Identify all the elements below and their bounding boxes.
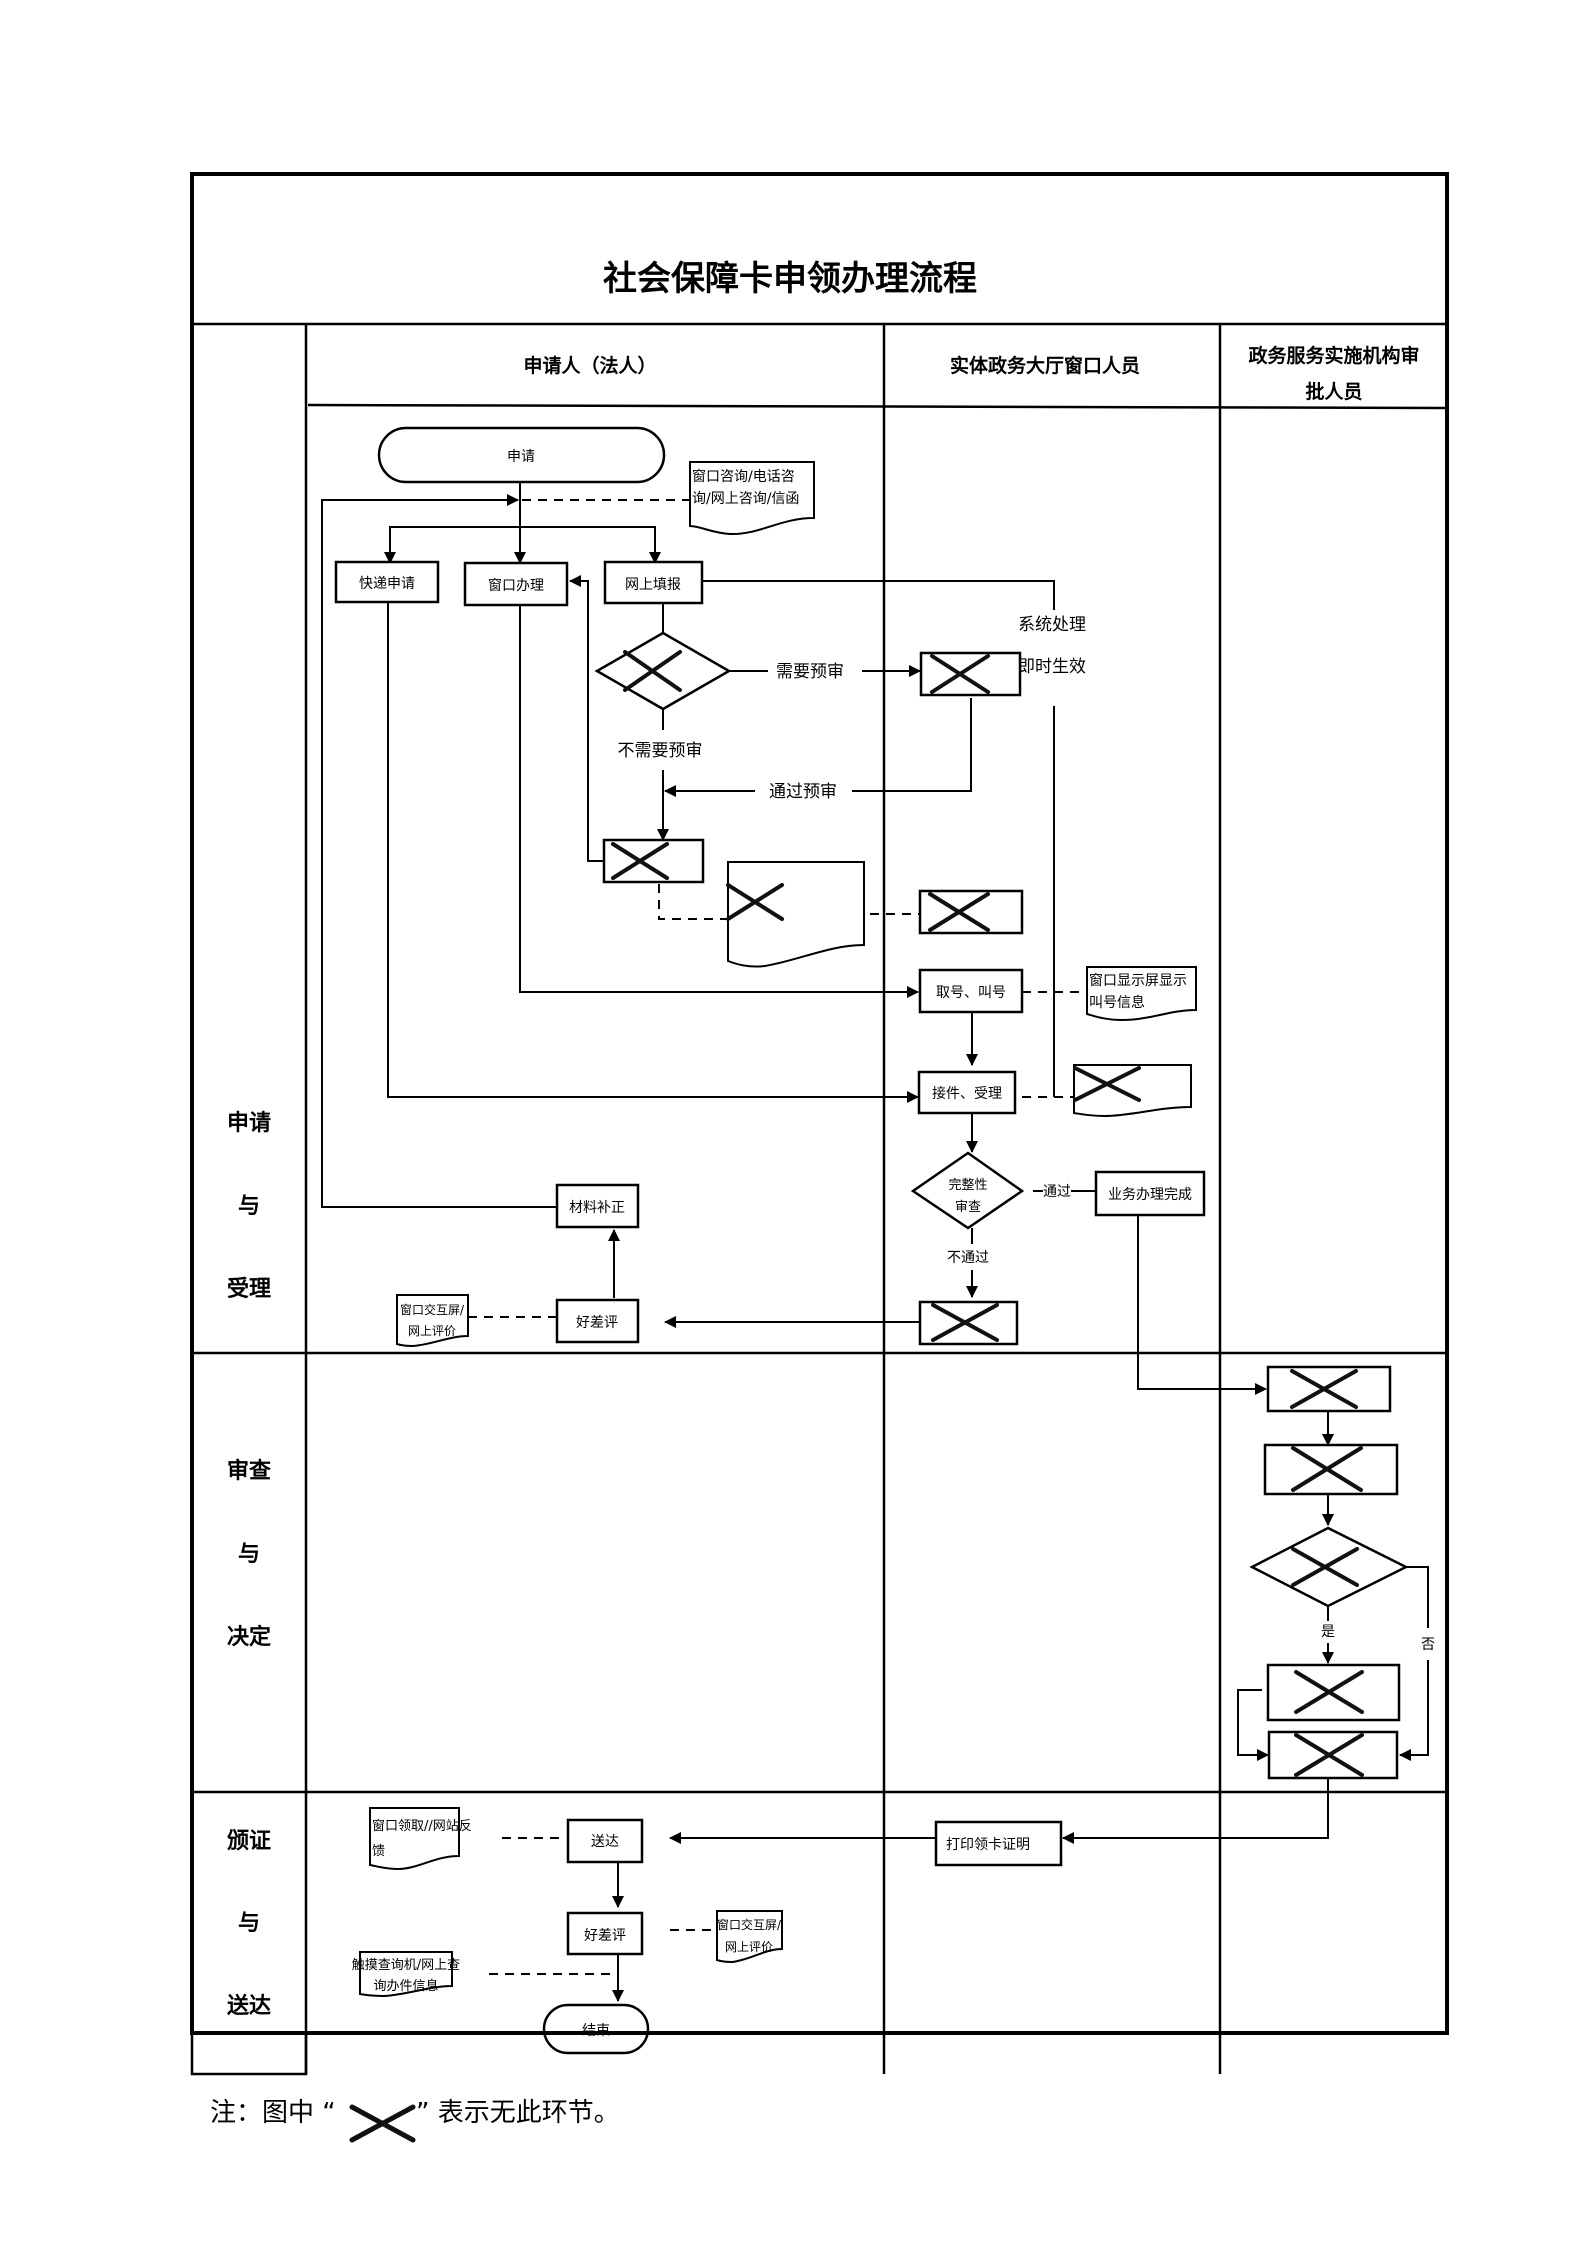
note-prefix: 注：图中 “ <box>210 2098 336 2128</box>
doc-deliver-line2: 馈 <box>372 1844 385 1859</box>
label-pass-precheck: 通过预审 <box>769 782 837 802</box>
stage-apply-line2: 与 <box>238 1193 260 1219</box>
node-supplement-label: 材料补正 <box>569 1200 625 1216</box>
na-box-1 <box>602 838 705 884</box>
label-no: 否 <box>1421 1637 1435 1653</box>
doc-deliver: 窗口领取//网站反 馈 <box>369 1807 472 1871</box>
stage-review: 审查 与 决定 <box>227 1458 271 1650</box>
node-start[interactable]: 申请 <box>377 426 666 484</box>
na-box-2 <box>918 889 1024 935</box>
node-online[interactable]: 网上填报 <box>603 560 704 605</box>
na-doc-1 <box>726 861 865 968</box>
doc-screen: 窗口显示屏显示 叫号信息 <box>1086 966 1197 1022</box>
decision-completeness-line1: 完整性 <box>948 1178 987 1193</box>
doc-deliver-line1: 窗口领取//网站反 <box>372 1818 472 1834</box>
decision-completeness-line2: 审查 <box>955 1200 981 1215</box>
node-rating-1[interactable]: 好差评 <box>555 1298 640 1344</box>
stage-review-line3: 决定 <box>227 1624 271 1650</box>
node-rating-2[interactable]: 好差评 <box>566 1911 644 1956</box>
doc-query-line1: 触摸查询机/网上查 <box>352 1958 460 1973</box>
node-supplement[interactable]: 材料补正 <box>555 1183 640 1229</box>
lane-header-window-staff: 实体政务大厅窗口人员 <box>950 354 1140 377</box>
decision-completeness[interactable]: 完整性 审查 <box>910 1151 1025 1230</box>
x-mark-icon <box>349 2104 416 2143</box>
node-online-label: 网上填报 <box>625 577 681 593</box>
label-system-process: 系统处理 <box>1018 615 1086 635</box>
na-doc-2 <box>1073 1064 1192 1118</box>
doc-consult: 窗口咨询/电话咨 询/网上咨询/信函 <box>689 461 815 536</box>
node-accept-label: 接件、受理 <box>932 1085 1002 1102</box>
node-print-cert-label: 打印领卡证明 <box>946 1836 1030 1853</box>
node-deliver-label: 送达 <box>591 1834 619 1850</box>
doc-rating-1-line1: 窗口交互屏/ <box>400 1302 465 1317</box>
na-decision-review <box>1249 1526 1409 1608</box>
stage-deliver-line2: 与 <box>238 1910 260 1936</box>
na-box-review-2 <box>1263 1443 1399 1496</box>
doc-rating-2-line1: 窗口交互屏/ <box>717 1917 782 1932</box>
stage-deliver-line1: 颁证 <box>227 1828 271 1854</box>
doc-query-line2: 询办件信息 <box>373 1978 438 1994</box>
lane-header-approver-line2: 批人员 <box>1305 381 1362 403</box>
na-box-review-4 <box>1267 1730 1399 1780</box>
legend-note: 注：图中 “ ” 表示无此环节。 <box>210 2098 620 2143</box>
node-window-label: 窗口办理 <box>488 577 544 594</box>
node-end[interactable]: 结束 <box>542 2003 650 2055</box>
label-no-precheck: 不需要预审 <box>618 741 703 761</box>
stage-apply-line3: 受理 <box>227 1276 271 1302</box>
na-box-review-1 <box>1266 1365 1392 1413</box>
node-rating-2-label: 好差评 <box>584 1928 626 1944</box>
stage-apply: 申请 与 受理 <box>227 1110 271 1302</box>
note-suffix: ” 表示无此环节。 <box>416 2098 620 2128</box>
label-fail: 不通过 <box>947 1250 989 1266</box>
node-deliver[interactable]: 送达 <box>566 1818 644 1864</box>
doc-rating-2-line2: 网上评价 <box>725 1940 773 1954</box>
label-need-precheck: 需要预审 <box>776 662 844 682</box>
decision-precheck-na <box>594 631 732 711</box>
doc-consult-line1: 窗口咨询/电话咨 <box>692 468 795 485</box>
footer-cell <box>190 2033 308 2076</box>
label-pass: 通过 <box>1043 1184 1071 1200</box>
page-title: 社会保障卡申领办理流程 <box>603 259 977 299</box>
node-accept[interactable]: 接件、受理 <box>917 1070 1017 1115</box>
connectors <box>321 482 1429 2002</box>
node-done[interactable]: 业务办理完成 <box>1094 1170 1206 1217</box>
doc-rating-2: 窗口交互屏/ 网上评价 <box>716 1910 783 1964</box>
node-take-number-label: 取号、叫号 <box>936 985 1006 1001</box>
lane-header-applicant: 申请人（法人） <box>523 354 656 377</box>
doc-rating-1-line2: 网上评价 <box>408 1324 456 1338</box>
label-instant-effect: 即时生效 <box>1018 657 1086 677</box>
node-rating-1-label: 好差评 <box>576 1315 618 1331</box>
label-yes: 是 <box>1321 1624 1335 1640</box>
doc-screen-line1: 窗口显示屏显示 <box>1089 972 1187 989</box>
node-express-label: 快递申请 <box>359 576 415 592</box>
stage-review-line1: 审查 <box>227 1458 271 1484</box>
node-print-cert[interactable]: 打印领卡证明 <box>934 1820 1063 1867</box>
node-express[interactable]: 快递申请 <box>334 560 440 604</box>
node-done-label: 业务办理完成 <box>1108 1187 1192 1203</box>
header-underline <box>307 403 1448 410</box>
doc-query: 触摸查询机/网上查 询办件信息 <box>352 1951 460 1998</box>
na-box-precheck <box>919 651 1022 697</box>
stage-deliver: 颁证 与 送达 <box>227 1828 271 2019</box>
doc-screen-line2: 叫号信息 <box>1089 994 1145 1011</box>
node-window[interactable]: 窗口办理 <box>463 561 569 607</box>
stage-apply-line1: 申请 <box>227 1110 271 1136</box>
doc-consult-line2: 询/网上咨询/信函 <box>692 491 799 507</box>
na-box-review-3 <box>1266 1663 1401 1722</box>
stage-deliver-line3: 送达 <box>227 1993 271 2019</box>
stage-review-line2: 与 <box>238 1541 260 1567</box>
doc-rating-1: 窗口交互屏/ 网上评价 <box>396 1294 469 1348</box>
lane-header-approver-line1: 政务服务实施机构审 <box>1248 344 1419 367</box>
na-box-3 <box>918 1300 1019 1346</box>
node-take-number[interactable]: 取号、叫号 <box>918 968 1024 1014</box>
node-start-label: 申请 <box>507 449 535 465</box>
